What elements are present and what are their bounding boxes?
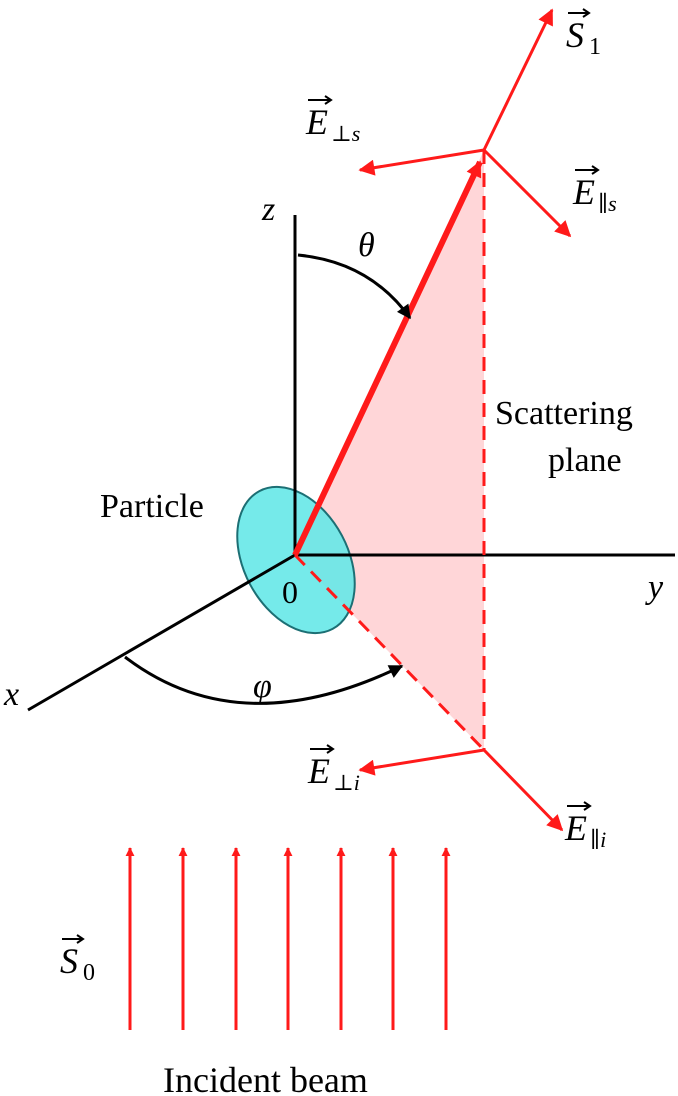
e-par-s-label: E ∥s	[572, 165, 617, 216]
e-perp-s-label: E ⊥s	[305, 95, 360, 146]
particle-label: Particle	[100, 488, 204, 525]
e-par-i-label: E ∥i	[564, 801, 606, 852]
theta-arc	[297, 253, 412, 320]
phi-arc	[124, 655, 404, 705]
scattering-direction-line	[292, 160, 483, 557]
x-axis	[27, 553, 296, 712]
x-axis-label: x	[3, 676, 19, 713]
e-perp-s-subscript: ⊥s	[331, 121, 360, 146]
vector-arrow-glyph	[62, 934, 85, 944]
e-perp-i-arrow	[358, 748, 485, 776]
s1-symbol: S	[566, 15, 584, 55]
particle-ellipse	[236, 485, 356, 635]
e-par-s-arrow	[482, 148, 572, 238]
e-perp-i-symbol: E	[307, 751, 330, 791]
vector-arrow-glyph	[567, 801, 592, 811]
scattering-plane-label-line2: plane	[548, 442, 622, 479]
s0-symbol: S	[60, 941, 78, 981]
vector-arrow-glyph	[575, 165, 600, 175]
s1-arrow	[482, 8, 554, 151]
y-axis-label: y	[645, 569, 664, 606]
theta-label: θ	[358, 227, 375, 264]
e-perp-s-symbol: E	[305, 102, 328, 142]
e-par-s-symbol: E	[572, 172, 595, 212]
s1-vector-label: S 1	[566, 8, 601, 60]
vector-arrow-glyph	[310, 744, 335, 754]
scattering-plane	[295, 150, 484, 750]
incident-beam-arrows	[125, 847, 451, 1030]
e-par-s-subscript: ∥s	[598, 191, 617, 216]
e-perp-i-subscript: ⊥i	[333, 770, 360, 795]
e-perp-i-label: E ⊥i	[307, 744, 360, 795]
vector-arrow-glyph	[568, 8, 591, 18]
origin-label: 0	[282, 574, 298, 610]
s0-subscript: 0	[83, 960, 95, 986]
e-par-i-arrow	[482, 748, 564, 832]
incident-beam-label: Incident beam	[163, 1060, 368, 1096]
e-perp-s-arrow	[358, 148, 485, 176]
s1-subscript: 1	[589, 34, 601, 60]
e-par-i-subscript: ∥i	[590, 827, 606, 852]
z-axis-label: z	[261, 191, 275, 228]
phi-label: φ	[253, 668, 272, 705]
s0-vector-label: S 0	[60, 934, 95, 986]
scattering-plane-label-line1: Scattering	[495, 395, 633, 432]
e-par-i-symbol: E	[564, 808, 587, 848]
vector-arrow-glyph	[308, 95, 333, 105]
